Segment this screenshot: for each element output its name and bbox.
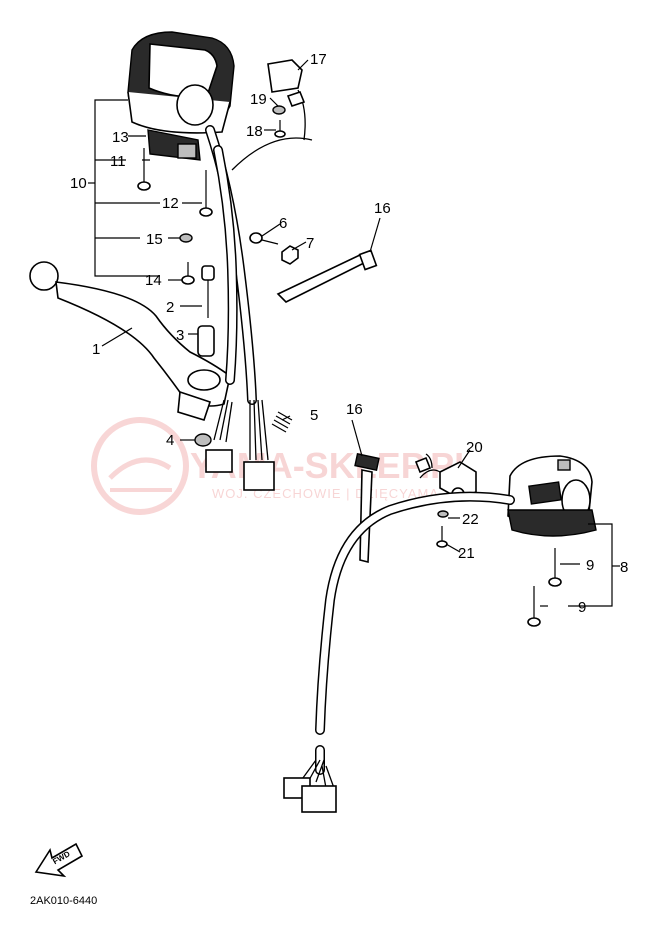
screw-6 <box>249 232 279 245</box>
pivot-bolt-2 <box>201 265 215 318</box>
collar-3 <box>197 325 215 357</box>
left-connector-small <box>205 399 233 473</box>
leader-lines <box>88 59 620 607</box>
fwd-arrow-icon: FWD <box>34 842 84 878</box>
callout-18: 18 <box>246 123 263 140</box>
callout-3: 3 <box>176 327 184 344</box>
callout-10: 10 <box>70 175 87 192</box>
washer-22 <box>437 510 449 518</box>
clamp-13 <box>147 129 201 161</box>
callout-9-lower: 9 <box>578 599 586 616</box>
callout-4: 4 <box>166 432 174 449</box>
cable-tie-16-top <box>276 249 378 303</box>
left-connector-large <box>243 399 275 491</box>
left-switch-housing <box>127 31 235 134</box>
right-switch-cable <box>315 491 515 775</box>
clutch-lever-1 <box>29 261 231 421</box>
right-connector-b <box>301 765 337 813</box>
callout-12: 12 <box>162 195 179 212</box>
right-switch-housing <box>507 455 597 537</box>
nut-4 <box>194 433 212 447</box>
part-code: 2AK010-6440 <box>30 895 97 907</box>
screw-9-lower <box>527 586 541 627</box>
left-switch-cable <box>205 125 313 405</box>
nut-7 <box>281 245 299 265</box>
callout-19: 19 <box>250 91 267 108</box>
callout-2: 2 <box>166 299 174 316</box>
watermark-title: YAMA-SKLEP.PL <box>190 445 476 486</box>
spring-5 <box>271 411 293 433</box>
cable-tie-16-mid <box>354 453 380 564</box>
callout-6: 6 <box>279 215 287 232</box>
screw-9-upper <box>548 548 562 587</box>
callout-labels: 1 2 3 4 5 6 7 8 9 9 10 11 12 13 14 15 16… <box>70 51 628 616</box>
washer-19 <box>272 105 286 115</box>
callout-16-top: 16 <box>374 200 391 217</box>
callout-9-upper: 9 <box>586 557 594 574</box>
callout-11: 11 <box>110 153 126 170</box>
callout-15: 15 <box>146 231 163 248</box>
callout-14: 14 <box>145 272 162 289</box>
screw-18 <box>274 120 286 138</box>
screw-14 <box>181 262 195 285</box>
callout-16-mid: 16 <box>346 401 363 418</box>
callout-17: 17 <box>310 51 327 68</box>
screw-12 <box>199 170 213 217</box>
starter-switch-20 <box>414 453 477 501</box>
nut-15 <box>179 233 193 243</box>
callout-8: 8 <box>620 559 628 576</box>
callout-7: 7 <box>306 235 314 252</box>
callout-21: 21 <box>458 545 475 562</box>
callout-13: 13 <box>112 129 129 146</box>
bolt-11 <box>137 148 151 191</box>
screw-21 <box>436 526 448 548</box>
terminal-19 <box>286 91 306 107</box>
callout-22: 22 <box>462 511 479 528</box>
callout-1: 1 <box>92 341 100 358</box>
callout-20: 20 <box>466 439 483 456</box>
callout-5: 5 <box>310 407 318 424</box>
